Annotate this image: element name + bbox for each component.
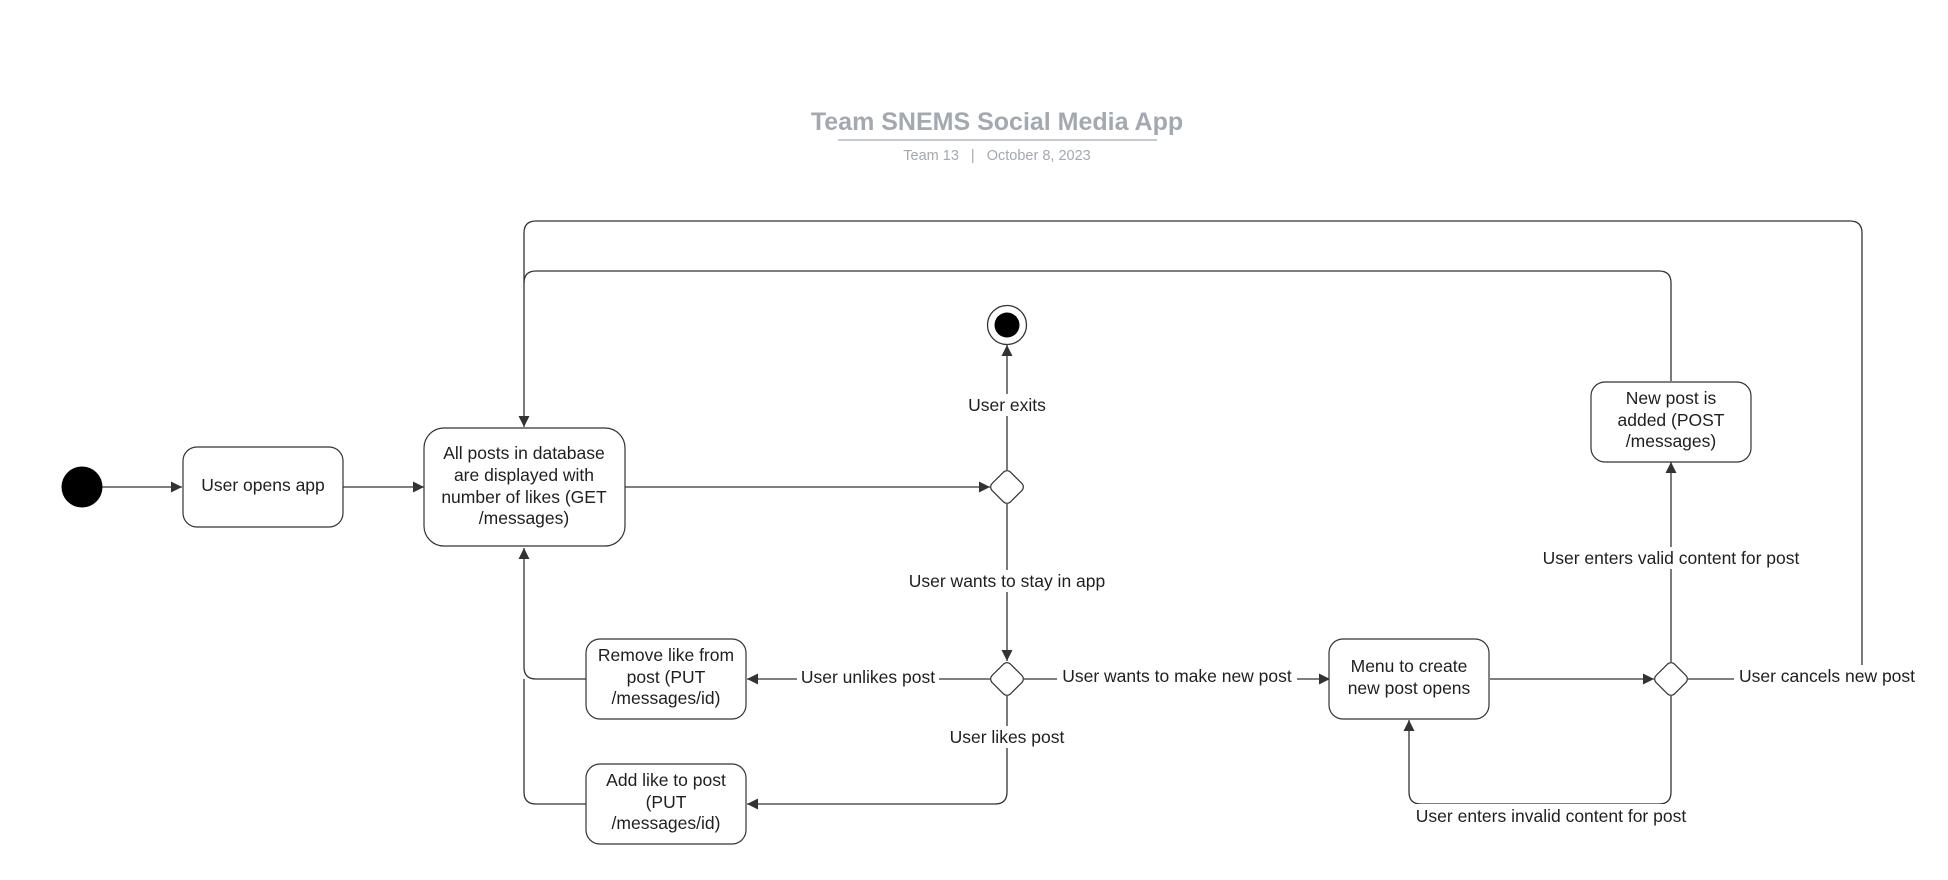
node-add-like (585, 763, 747, 845)
edge-cancel-to-posts (523, 220, 1863, 680)
label-user-exits: User exits (968, 395, 1046, 415)
label-invalid-content: User enters invalid content for post (1416, 806, 1687, 826)
label-bg (1535, 547, 1807, 569)
node-new-post-added-label: New post is added (POST /messages) (1618, 388, 1725, 451)
team-name: Team 13 (903, 148, 959, 164)
label-bg (962, 394, 1052, 416)
node-all-posts-line: All posts in database (443, 443, 605, 463)
node-remove-like-label: Remove like from post (PUT /messages/id) (598, 645, 734, 708)
label-bg (1057, 665, 1297, 687)
subtitle-separator: | (971, 148, 975, 164)
label-make-new-post: User wants to make new post (1062, 666, 1292, 686)
label-stay-in-app: User wants to stay in app (909, 571, 1105, 591)
label-bg (797, 666, 939, 688)
node-remove-like-line: Remove like from (598, 645, 734, 665)
node-remove-like (585, 638, 747, 720)
node-add-like-label: Add like to post (PUT /messages/id) (606, 770, 726, 833)
nodes: User opens app All posts in database are… (61, 304, 1752, 845)
decision-user-action (990, 662, 1024, 696)
node-all-posts (423, 427, 626, 547)
edges (102, 220, 1863, 810)
node-all-posts-line: are displayed with (454, 465, 594, 485)
node-new-post-added (1590, 381, 1752, 463)
node-new-post-added-line: New post is (1626, 388, 1717, 408)
label-unlikes-post: User unlikes post (801, 667, 935, 687)
label-bg (945, 726, 1069, 748)
node-add-like-line: Add like to post (606, 770, 726, 790)
decision-exit-or-stay (990, 470, 1024, 504)
node-new-post-added-line: added (POST (1618, 410, 1725, 430)
node-menu-create-line: Menu to create (1351, 656, 1468, 676)
label-bg (903, 570, 1111, 592)
final-node-core (994, 312, 1020, 338)
diagram-subtitle: Team 13 | October 8, 2023 (903, 148, 1090, 164)
decision-post-content (1654, 662, 1688, 696)
node-remove-like-line: /messages/id) (612, 688, 721, 708)
edge-add-like-to-posts (523, 679, 586, 805)
diagram-title: Team SNEMS Social Media App (811, 108, 1183, 136)
edge-remove-like-to-posts (518, 548, 586, 680)
node-user-opens-app-label: User opens app (201, 475, 325, 495)
label-bg (1406, 804, 1696, 826)
edge-like (747, 696, 1008, 810)
label-valid-content: User enters valid content for post (1543, 548, 1800, 568)
node-user-opens-app (182, 446, 344, 528)
node-all-posts-line: /messages) (479, 508, 569, 528)
label-likes-post: User likes post (950, 727, 1065, 747)
node-menu-create (1328, 638, 1490, 720)
node-remove-like-line: post (PUT (627, 667, 706, 687)
node-menu-create-line: new post opens (1348, 678, 1471, 698)
diagram-header: Team SNEMS Social Media App Team 13 | Oc… (811, 108, 1183, 164)
label-bg (1734, 665, 1920, 687)
node-all-posts-line: number of likes (GET (441, 487, 607, 507)
label-cancels-new-post: User cancels new post (1739, 666, 1915, 686)
edge-labels: User exits User wants to stay in app Use… (797, 394, 1920, 826)
edge-new-post-to-posts (518, 270, 1672, 427)
node-menu-create-label: Menu to create new post opens (1348, 656, 1471, 698)
node-add-like-line: (PUT (646, 792, 687, 812)
final-node (986, 304, 1028, 346)
node-new-post-added-line: /messages) (1626, 431, 1716, 451)
node-all-posts-label: All posts in database are displayed with… (441, 443, 607, 528)
node-add-like-line: /messages/id) (612, 813, 721, 833)
initial-node (61, 466, 103, 508)
node-user-opens-app-line: User opens app (201, 475, 325, 495)
diagram-date: October 8, 2023 (987, 148, 1091, 164)
